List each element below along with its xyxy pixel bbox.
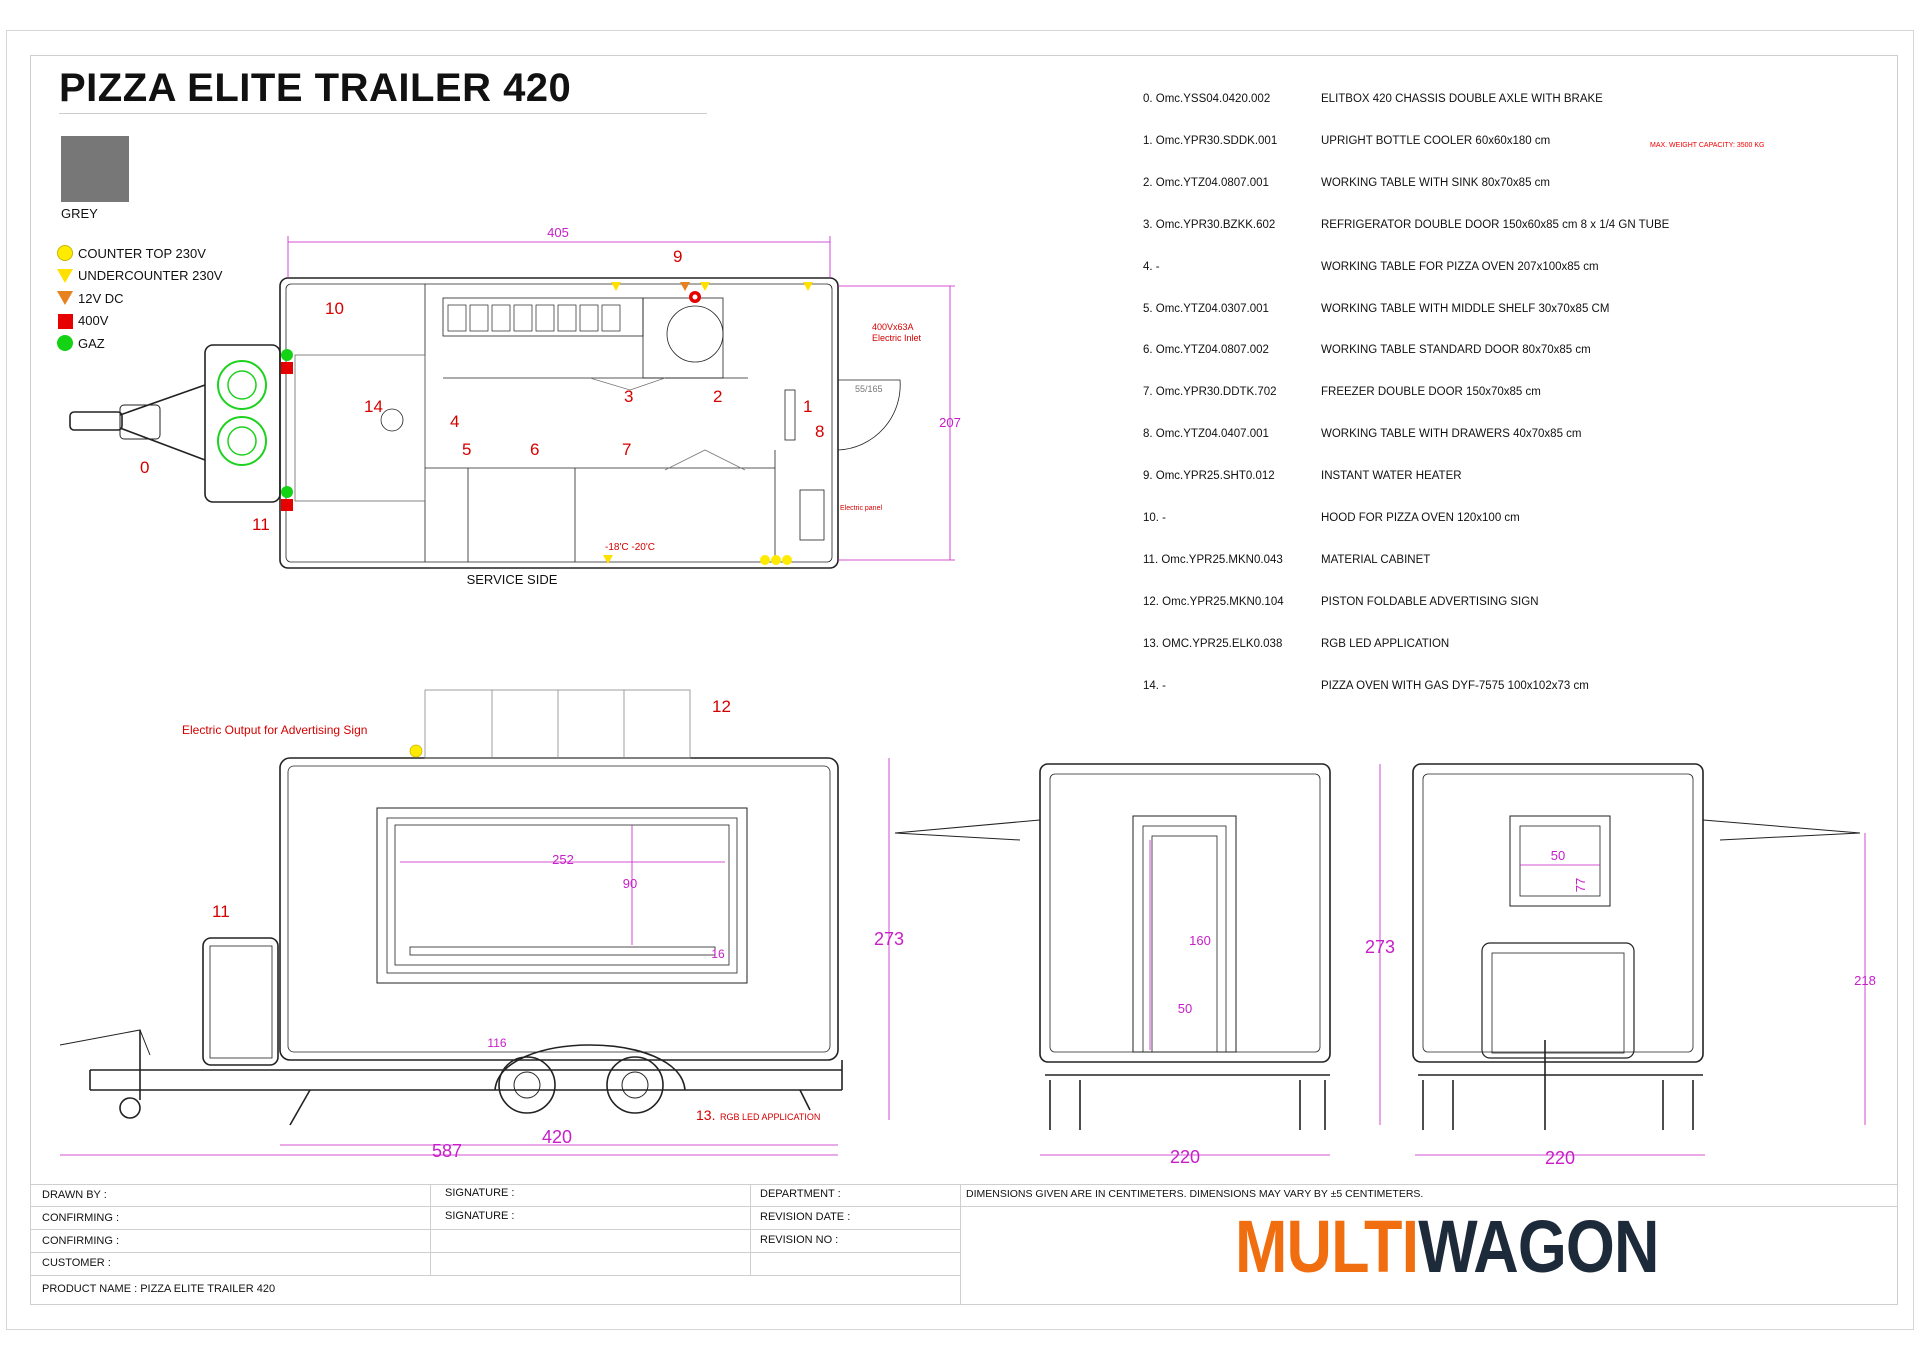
service-side-label: SERVICE SIDE [467,572,558,587]
total-length-dim: 587 [432,1141,462,1161]
orange-triangle-icon [57,291,73,306]
customer-field: CUSTOMER : [42,1257,111,1269]
plan-length-dim: 405 [547,225,569,240]
title-block: DRAWN BY : CONFIRMING : CONFIRMING : CUS… [30,1184,1898,1304]
side-callout-11: 11 [212,902,230,921]
box-length-dim: 420 [542,1127,572,1147]
signature-field-2: SIGNATURE : [445,1210,515,1222]
freezer-temp-note: -18'C -20'C [605,542,655,553]
callout-9: 9 [673,247,682,266]
callout-3: 3 [624,387,633,406]
front-view [1412,763,1861,1130]
rear-view [894,763,1331,1130]
title-underline [59,113,707,114]
callout-6: 6 [530,440,539,459]
callout-7: 7 [622,440,631,459]
callout-4: 4 [450,412,459,431]
electric-inlet-line-1: 400Vx63A [872,322,914,332]
rear-door-width-dim: 50 [1178,1001,1192,1016]
logo-wagon: WAGON [1418,1205,1659,1288]
legend-item-400v: 400V [56,310,222,333]
color-swatch [61,136,129,202]
rgb-led-label: RGB LED APPLICATION [720,1112,820,1122]
electric-inlet-line-2: Electric Inlet [872,333,922,343]
multiwagon-logo: MULTIWAGON [1235,1210,1659,1284]
step-dim: 116 [487,1036,506,1050]
department-field: DEPARTMENT : [760,1188,841,1200]
callout-2: 2 [713,387,722,406]
callout-1: 1 [803,397,812,416]
plan-width-dim: 207 [939,415,961,430]
rear-width-dim: 220 [1170,1147,1200,1167]
dimension-lines [60,236,1866,1156]
callout-10: 10 [325,299,344,318]
revision-date-field: REVISION DATE : [760,1211,851,1223]
confirming-field-1: CONFIRMING : [42,1212,119,1224]
legend-item-undercounter: UNDERCOUNTER 230V [56,265,222,288]
legend-item-gaz: GAZ [56,332,222,355]
red-square-icon [58,313,73,329]
callout-8: 8 [815,422,824,441]
legend-label: UNDERCOUNTER 230V [78,268,223,284]
front-height-dim: 218 [1854,973,1876,988]
door-note: 55/165 [855,384,883,394]
legend-label: COUNTER TOP 230V [78,245,206,261]
side-callout-13: 13. [696,1107,715,1123]
window-height-dim: 90 [623,876,637,891]
electric-panel-note: Electric panel [840,505,882,512]
max-weight-note: MAX. WEIGHT CAPACITY: 3500 KG [1650,142,1765,149]
side-view [59,689,843,1126]
page-title: PIZZA ELITE TRAILER 420 [59,66,572,110]
yellow-triangle-icon [57,268,73,283]
side-height-dim: 273 [874,929,904,949]
plan-view [69,277,901,569]
sign-output-note: Electric Output for Advertising Sign [182,723,367,737]
callout-11: 11 [252,515,270,534]
front-width-dim: 220 [1545,1148,1575,1168]
legend-label: 400V [78,313,109,329]
window-sill-dim: 16 [711,947,725,961]
front-window-height-dim: 77 [1573,878,1588,892]
callout-5: 5 [462,440,471,459]
confirming-field-2: CONFIRMING : [42,1235,119,1247]
legend: COUNTER TOP 230V UNDERCOUNTER 230V 12V D… [56,242,222,355]
drawing-frame [30,55,1898,1305]
green-circle-icon [57,335,73,352]
dimensions-note: DIMENSIONS GIVEN ARE IN CENTIMETERS. DIM… [966,1188,1424,1200]
window-width-dim: 252 [552,852,574,867]
drawing-sheet [6,30,1914,1330]
product-name-field: PRODUCT NAME : PIZZA ELITE TRAILER 420 [42,1283,276,1295]
rear-height-dim: 273 [1365,937,1395,957]
legend-item-counter-top: COUNTER TOP 230V [56,242,222,265]
front-window-width-dim: 50 [1551,848,1565,863]
yellow-circle-icon [57,245,73,262]
logo-multi: MULTI [1235,1205,1419,1288]
power-markers [281,282,813,758]
color-swatch-label: GREY [61,206,98,221]
side-callout-12: 12 [712,697,731,716]
rear-door-height-dim: 160 [1189,933,1211,948]
legend-label: GAZ [78,335,105,351]
legend-item-12v: 12V DC [56,287,222,310]
legend-label: 12V DC [78,290,124,306]
callout-0: 0 [140,458,149,477]
drawn-by-field: DRAWN BY : [42,1189,107,1201]
revision-no-field: REVISION NO : [760,1234,839,1246]
callout-14: 14 [364,397,383,416]
signature-field-1: SIGNATURE : [445,1187,515,1199]
